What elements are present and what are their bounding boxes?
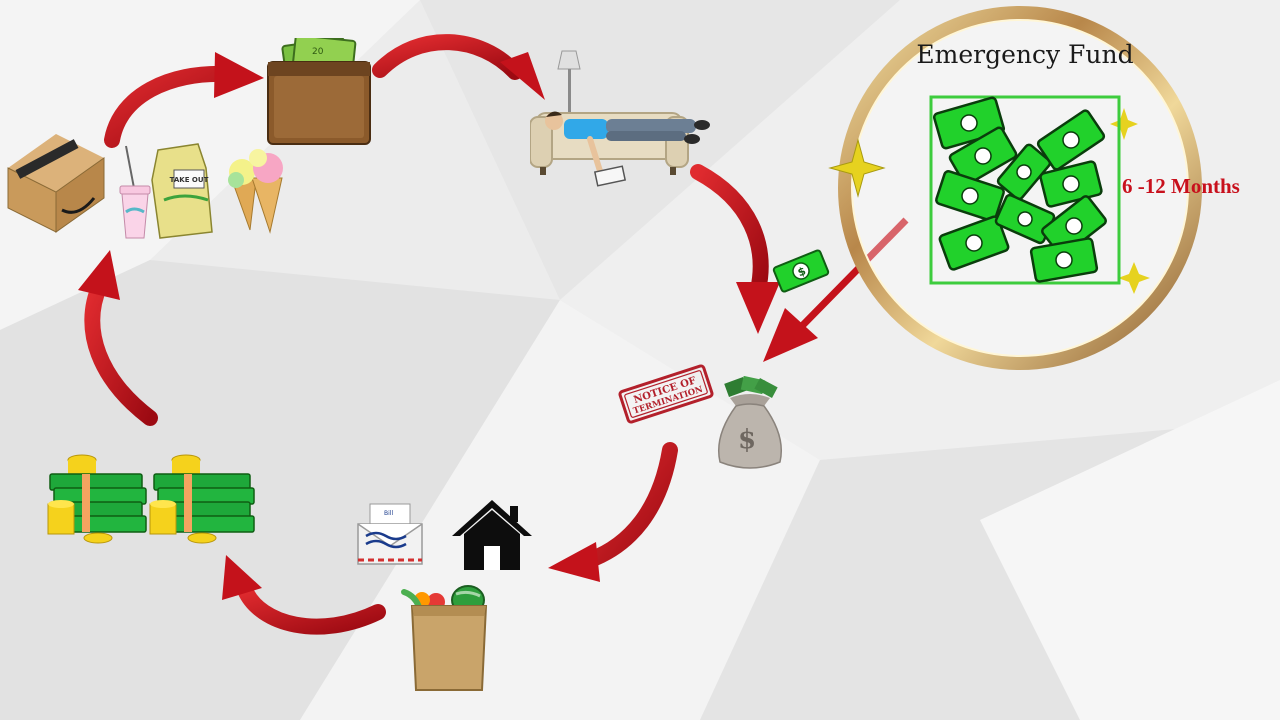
emergency-fund-duration: 6 -12 Months — [1122, 174, 1240, 198]
person-on-couch-icon — [530, 50, 710, 187]
money-bag: $ — [712, 376, 788, 474]
money-pile-icon — [929, 95, 1121, 285]
house — [450, 498, 534, 572]
svg-text:$: $ — [738, 425, 756, 455]
takeout-label: TAKE OUT — [170, 176, 209, 184]
sparkle-icon — [828, 138, 886, 198]
dollar-bill-icon: $ — [772, 249, 830, 293]
emergency-fund-box — [929, 95, 1121, 285]
svg-text:20: 20 — [312, 47, 324, 57]
arrow-bag-to-house — [548, 442, 678, 582]
ice-cream — [222, 144, 290, 234]
money-stacks-icon — [47, 454, 255, 544]
ice-cream-icon — [228, 149, 283, 234]
shopping-box-icon — [7, 134, 105, 233]
arrow-fund-to-bag — [763, 217, 909, 362]
bill-envelope-icon: Bill — [357, 503, 423, 565]
shopping-box — [4, 128, 108, 234]
bill-envelope: Bill — [356, 502, 424, 568]
house-icon — [452, 500, 532, 570]
emergency-fund-title: Emergency Fund — [916, 40, 1134, 69]
money-bag-icon: $ — [718, 376, 782, 469]
flying-bill: $ — [772, 248, 830, 294]
arrow-couch-to-bag — [690, 164, 780, 334]
money-stacks — [46, 452, 258, 546]
arrow-grocery-to-stacks — [222, 555, 386, 635]
wallet: 20 — [264, 38, 374, 148]
stamp-icon: NOTICE OF TERMINATION — [618, 364, 714, 424]
arrow-shopping-to-wallet — [104, 52, 264, 148]
wallet-icon: 20 — [267, 38, 371, 145]
termination-stamp: NOTICE OF TERMINATION — [616, 364, 716, 424]
bill-label: Bill — [384, 510, 393, 517]
sparkle-icon — [1118, 262, 1150, 294]
arrow-wallet-to-couch — [372, 34, 545, 100]
grocery-bag — [398, 582, 492, 694]
svg-text:$: $ — [796, 264, 808, 279]
arrow-stacks-to-shopping — [78, 250, 158, 426]
person-on-couch — [530, 45, 720, 190]
takeout: TAKE OUT — [118, 140, 218, 242]
grocery-bag-icon — [401, 585, 488, 691]
takeout-icon: TAKE OUT — [119, 143, 213, 239]
sparkle-icon — [1110, 108, 1138, 140]
